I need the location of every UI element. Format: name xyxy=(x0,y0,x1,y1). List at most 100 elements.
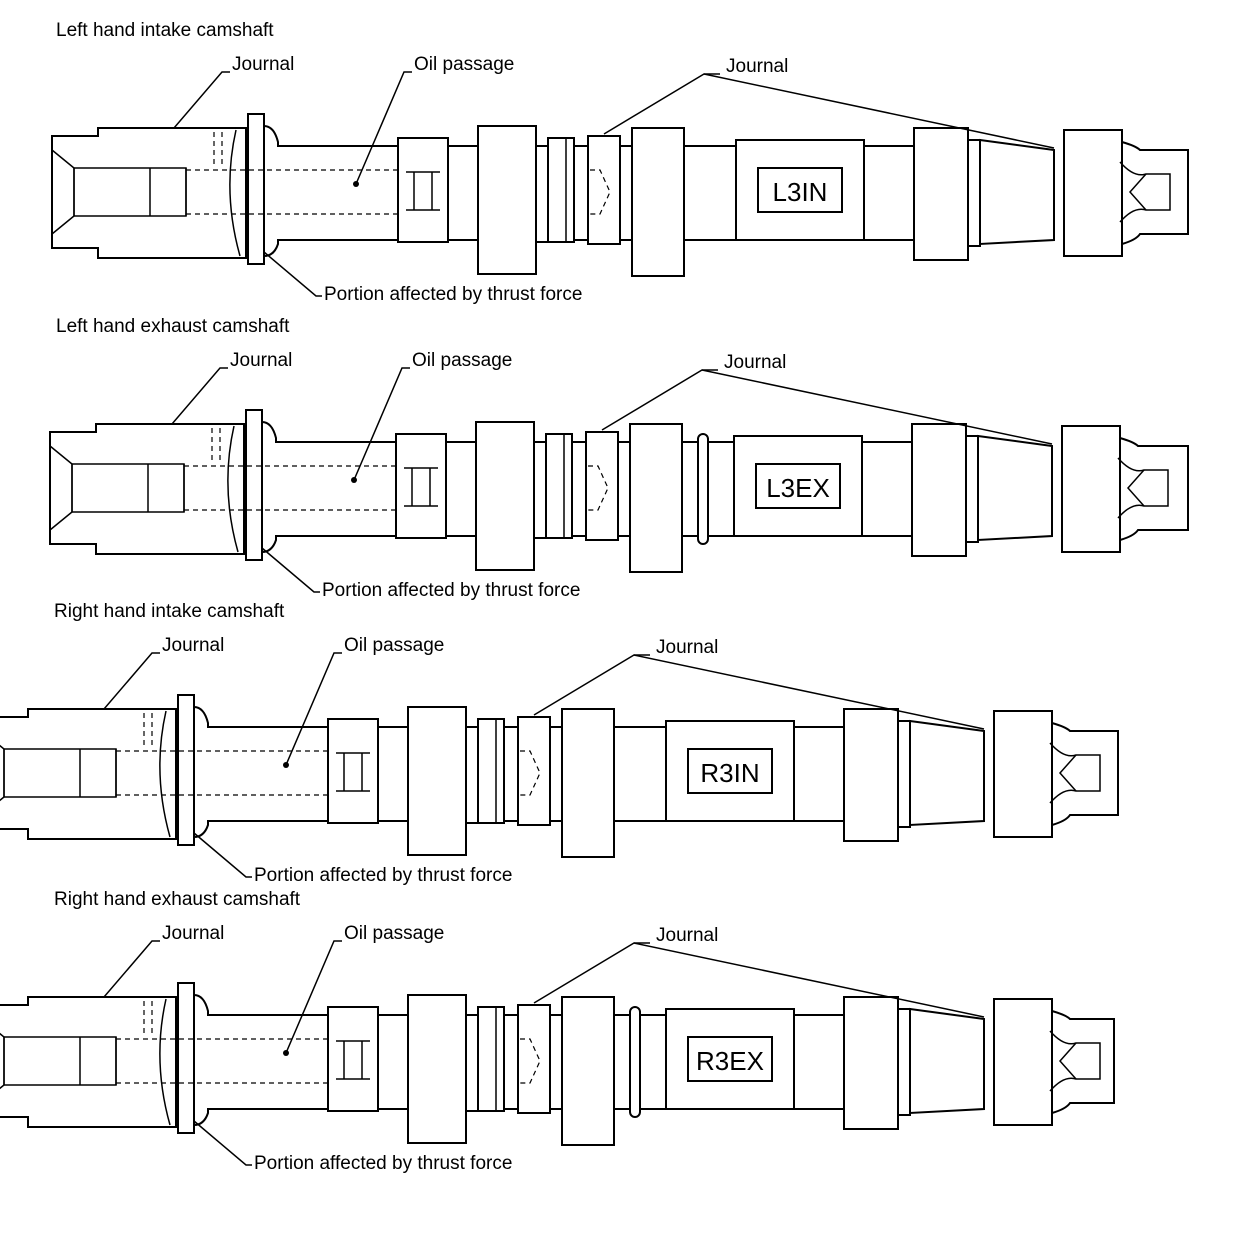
shaft-segment xyxy=(861,441,913,537)
camshaft-code: R3EX xyxy=(696,1046,764,1076)
shaft-neck xyxy=(261,420,397,554)
camshaft-title: Right hand exhaust camshaft xyxy=(54,889,301,910)
shaft-segment xyxy=(377,1014,409,1110)
shaft-segment xyxy=(613,726,667,822)
thrust-flange xyxy=(177,982,195,1134)
hex-socket xyxy=(1117,457,1169,519)
journal-label: Journal xyxy=(726,56,788,77)
shaft-segment xyxy=(465,1014,479,1112)
shaft-segment xyxy=(571,441,587,537)
journal-fillet xyxy=(229,129,241,257)
rear-end xyxy=(1121,140,1189,246)
journal-label: Journal xyxy=(162,923,224,944)
thrust-leader xyxy=(193,832,252,878)
thrust-leader xyxy=(263,251,322,297)
thrust-leader xyxy=(261,547,320,593)
socket-point xyxy=(1058,1042,1077,1080)
socket-point xyxy=(1126,469,1145,507)
journal-label: Journal xyxy=(230,350,292,371)
camshaft-body: L3IN xyxy=(51,113,1189,277)
shaft-segment xyxy=(863,145,915,241)
oil-cross-hole xyxy=(404,467,438,507)
oil-passage-leader xyxy=(353,367,410,481)
hex-socket xyxy=(1119,161,1171,223)
camshaft-code: L3IN xyxy=(773,177,828,207)
rear-lobe xyxy=(1063,129,1123,257)
shaft-segment xyxy=(549,1014,563,1110)
camshaft-title: Left hand exhaust camshaft xyxy=(56,316,290,337)
oil-passage-leader xyxy=(285,940,342,1054)
journal xyxy=(517,716,551,826)
journal-ring xyxy=(477,1006,505,1112)
journal-leader xyxy=(533,654,650,716)
shaft-segment xyxy=(549,726,563,822)
journal-leader xyxy=(601,369,718,431)
camshaft-body: L3EX xyxy=(49,409,1189,573)
oil-passage-leader xyxy=(355,71,412,185)
shaft-segment xyxy=(897,1008,911,1116)
code-box xyxy=(687,1036,773,1082)
rear-journal xyxy=(909,1007,985,1115)
oil-passage-leader xyxy=(285,652,342,766)
thrust-leader xyxy=(193,1120,252,1166)
shaft-segment xyxy=(793,726,845,822)
shaft-segment xyxy=(617,441,631,537)
oil-passage-label: Oil passage xyxy=(412,350,512,371)
code-box xyxy=(687,748,773,794)
shaft-segment xyxy=(445,441,477,537)
journal-leader xyxy=(701,369,1053,445)
oil-passage-dot xyxy=(283,762,289,768)
thrust-label: Portion affected by thrust force xyxy=(322,580,580,601)
shaft-neck xyxy=(193,993,329,1127)
camshaft-code: L3EX xyxy=(766,473,830,503)
journal-leader xyxy=(533,942,650,1004)
oil-passage-label: Oil passage xyxy=(344,635,444,656)
oil-block xyxy=(327,1006,379,1112)
shaft-segment xyxy=(573,145,589,241)
journal-leader xyxy=(173,71,230,129)
journal-ring xyxy=(547,137,575,243)
journal-leader xyxy=(633,654,985,730)
journal-ring xyxy=(545,433,573,539)
journal-label: Journal xyxy=(656,637,718,658)
oil-cross-hole xyxy=(406,171,440,211)
journal-leader xyxy=(633,942,985,1018)
thrust-flange xyxy=(177,694,195,846)
oil-passage-dot xyxy=(283,1050,289,1056)
rear-lobe xyxy=(1061,425,1121,553)
journal-fillet xyxy=(159,998,171,1126)
cam-lobe xyxy=(843,708,899,842)
code-box xyxy=(755,463,841,509)
cam-lobe xyxy=(911,423,967,557)
shaft-neck xyxy=(193,705,329,839)
front-journal xyxy=(0,708,177,840)
oil-cross-hole xyxy=(336,752,370,792)
rear-journal xyxy=(977,434,1053,542)
socket-point xyxy=(1058,754,1077,792)
rear-journal xyxy=(909,719,985,827)
journal-label: Journal xyxy=(162,635,224,656)
journal-label: Journal xyxy=(232,54,294,75)
shaft-segment xyxy=(503,726,519,822)
shaft-segment xyxy=(377,726,409,822)
cam-lobe xyxy=(843,996,899,1130)
oil-passage-dot xyxy=(351,477,357,483)
thrust-flange xyxy=(247,113,265,265)
shaft-segment xyxy=(683,145,737,241)
journal-fillet xyxy=(159,710,171,838)
cam-lobe xyxy=(407,706,467,856)
cam-lobe xyxy=(561,708,615,858)
journal-leader xyxy=(171,367,228,425)
camshaft-body: R3IN xyxy=(0,694,1119,858)
cam-lobe xyxy=(477,125,537,275)
cam-lobe xyxy=(631,127,685,277)
front-journal xyxy=(49,423,245,555)
cam-lobe xyxy=(913,127,969,261)
